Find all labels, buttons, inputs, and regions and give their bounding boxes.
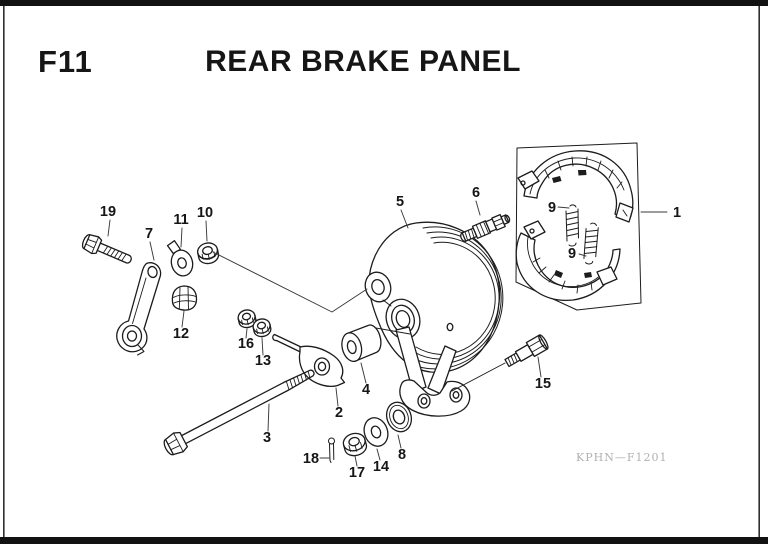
callout-3: 3 — [263, 430, 271, 446]
callout-11: 11 — [173, 212, 188, 228]
callout-9-top: 9 — [548, 200, 556, 216]
panel-axle-hub — [385, 298, 421, 340]
panel-face-hole — [446, 322, 454, 332]
part-rubber-boot — [171, 285, 198, 311]
callout-1: 1 — [673, 205, 681, 221]
part-washer-8 — [385, 401, 413, 433]
callout-16: 16 — [238, 336, 254, 352]
part-brake-shoe-top — [517, 150, 634, 223]
callout-10: 10 — [197, 205, 213, 221]
part-long-bolt — [163, 369, 315, 456]
part-spring-bottom — [583, 222, 599, 265]
part-rod-joint — [272, 333, 346, 388]
part-spring-top — [565, 204, 579, 247]
callout-17: 17 — [349, 465, 365, 481]
part-collar — [341, 324, 382, 363]
callout-19: 19 — [100, 204, 116, 220]
panel-stay-bracket — [395, 326, 471, 417]
watermark-code: KPHN—F1201 — [576, 451, 668, 464]
part-adjuster-bolt — [460, 213, 511, 242]
leader-collar-to-hub — [375, 327, 411, 335]
part-hex-bolt-19 — [81, 234, 132, 264]
callout-2: 2 — [335, 405, 343, 421]
callout-8: 8 — [398, 447, 406, 463]
callout-7: 7 — [145, 226, 153, 242]
callout-9-bottom: 9 — [568, 246, 576, 262]
part-brake-panel — [364, 221, 504, 417]
callout-labels: 19 7 11 10 12 16 13 2 3 18 17 14 8 4 5 6… — [100, 185, 681, 481]
part-cotter-pin — [328, 437, 335, 463]
part-brake-shoe-bottom — [515, 220, 621, 301]
panel-cam-boss — [364, 271, 392, 303]
callout-5: 5 — [396, 194, 404, 210]
callout-15: 15 — [535, 376, 551, 392]
callout-4: 4 — [362, 382, 370, 398]
part-axle-nut — [342, 432, 368, 457]
leader-nut10-to-boss — [212, 251, 368, 313]
part-stay-bolt — [504, 334, 549, 368]
callout-12: 12 — [173, 326, 189, 342]
part-nut-13 — [252, 318, 272, 338]
leader-lines — [107, 200, 668, 467]
leader-bracket-to-bolt15 — [451, 362, 506, 392]
part-nut-16 — [237, 309, 257, 329]
callout-18: 18 — [303, 451, 319, 467]
part-brake-arm — [116, 262, 162, 356]
callout-13: 13 — [255, 353, 271, 369]
part-indicator-washer — [166, 240, 194, 277]
callout-6: 6 — [472, 185, 480, 201]
part-washer-14 — [363, 417, 389, 447]
callout-14: 14 — [373, 459, 389, 475]
